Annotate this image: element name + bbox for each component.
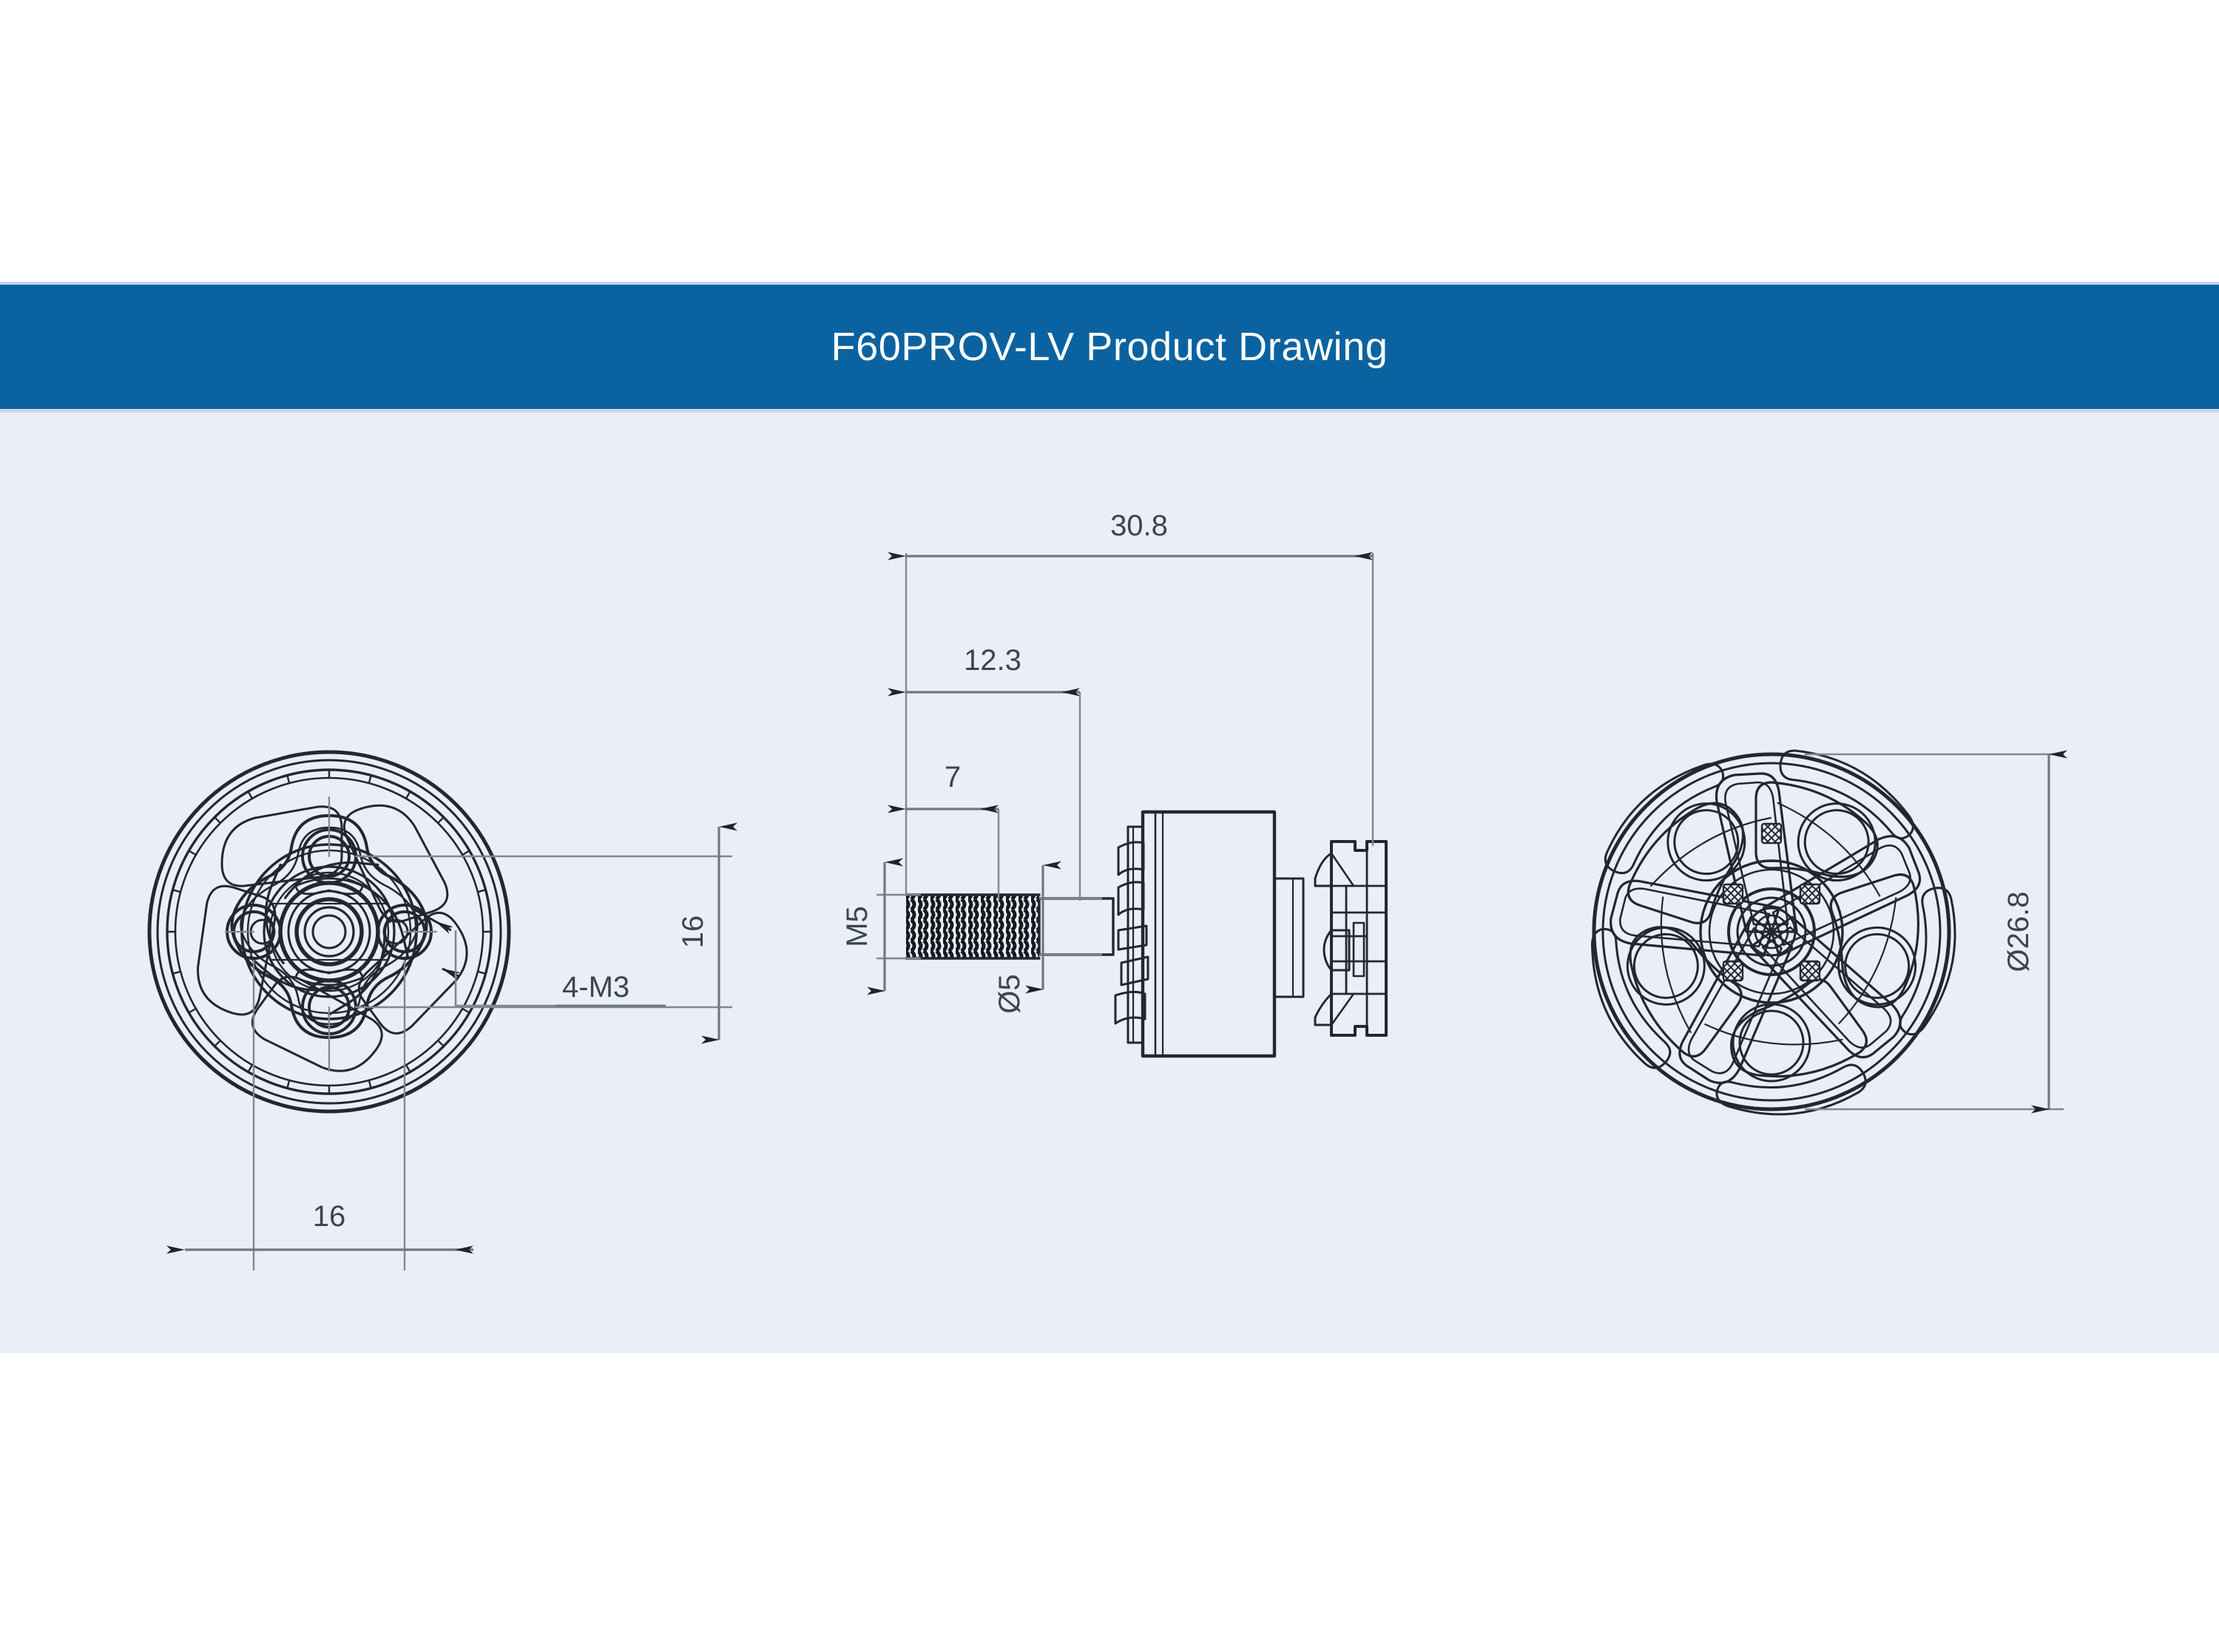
dim-value-7: 7 — [945, 761, 961, 793]
dim-bolt-circle-vertical: 16 — [355, 822, 737, 1044]
dim-value-d26-8: Ø26.8 — [2002, 892, 2035, 972]
view-top — [1591, 749, 1956, 1116]
page-title: F60PROV-LV Product Drawing — [831, 325, 1388, 369]
view-bottom — [147, 750, 511, 1114]
drawing-panel: 16 16 4-M3 — [0, 413, 2219, 1353]
dim-shaft-to-base: 12.3 — [888, 644, 1081, 901]
dim-overall-length: 30.8 — [888, 510, 1374, 893]
dim-value-30-8: 30.8 — [1110, 510, 1168, 542]
dim-thread-length: 7 — [888, 761, 1000, 901]
dim-bell-diameter: Ø26.8 — [1805, 750, 2067, 1114]
dim-shaft-diameter: Ø5 — [993, 861, 1102, 1014]
dim-value-16-horizontal: 16 — [313, 1200, 346, 1233]
view-side — [905, 810, 1388, 1058]
dim-bolt-circle-horizontal: 16 — [166, 960, 473, 1270]
dim-value-d5: Ø5 — [993, 974, 1026, 1013]
dim-value-16-vertical: 16 — [677, 915, 709, 949]
technical-drawing: 16 16 4-M3 — [147, 510, 2067, 1270]
callout-4-m3: 4-M3 — [413, 908, 666, 1007]
dim-value-m5: M5 — [841, 906, 874, 947]
dim-value-12-3: 12.3 — [964, 644, 1021, 677]
banner-bottom-hairline — [0, 409, 2219, 413]
banner-top-hairline — [0, 282, 2219, 285]
callout-value-4m3: 4-M3 — [562, 971, 629, 1003]
title-banner: F60PROV-LV Product Drawing — [0, 285, 2219, 409]
dim-thread-spec: M5 — [841, 858, 921, 995]
